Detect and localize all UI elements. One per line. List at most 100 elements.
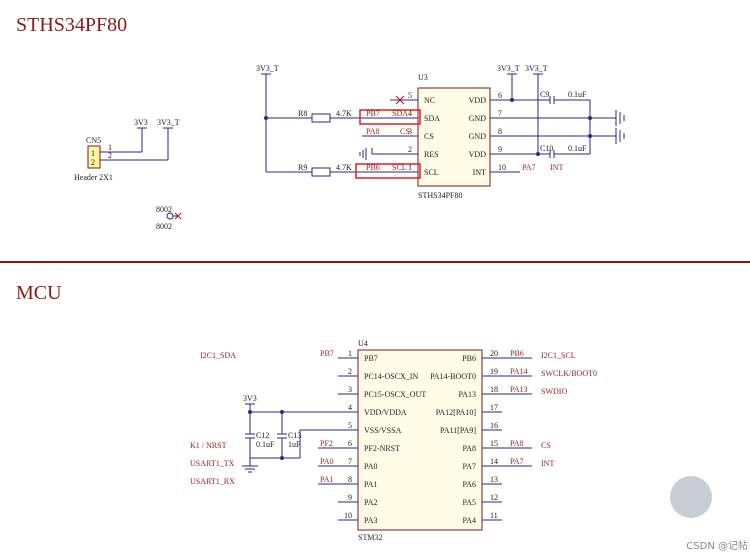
- u3-scl-mcu-net: PB6: [366, 163, 380, 172]
- tp-label-bottom: 8002: [156, 222, 172, 231]
- power-rail-vdd2: 3V3_T: [525, 64, 548, 73]
- c9-value: 0.1uF: [568, 90, 587, 99]
- u3-pin-num-right: 7: [498, 109, 502, 118]
- u4-pin-name-right: PA12[PA10]: [436, 408, 477, 417]
- u3-scl-net: SCL: [392, 163, 407, 172]
- u3-sda-net: SDA: [392, 109, 408, 118]
- u4-pin-name-left: PF2-NRST: [364, 444, 400, 453]
- u4-pin-name-right: PA7: [463, 462, 477, 471]
- c13-ref: C13: [288, 431, 301, 440]
- u3-pin-name-right: VDD: [469, 150, 487, 159]
- u3-pin-name-left: NC: [424, 96, 435, 105]
- u4-signal-label-right: SWDIO: [541, 387, 567, 396]
- power-cn5-3v3t: 3V3_T: [157, 118, 180, 127]
- u4-pin-num-right: 14: [490, 457, 498, 466]
- u4-pin-num-right: 11: [490, 511, 498, 520]
- u4-pin-name-right: PB6: [462, 354, 476, 363]
- r8-value: 4.7K: [336, 109, 352, 118]
- u4-pin-name-right: PA8: [463, 444, 477, 453]
- c10-value: 0.1uF: [568, 144, 587, 153]
- mcu-label-i2c1-sda: I2C1_SDA: [200, 351, 236, 360]
- u4-net-left: PB7: [320, 349, 334, 358]
- u4-pin-num-left: 4: [348, 403, 352, 412]
- u4-pin-name-left: PA3: [364, 516, 378, 525]
- u4-net-left: PA1: [320, 475, 334, 484]
- u3-cs-net: CS: [400, 127, 410, 136]
- u3-pin-name-right: VDD: [469, 96, 487, 105]
- c10-ref: C10: [540, 144, 553, 153]
- u4-pin-name-left: VDD/VDDA: [364, 408, 407, 417]
- u3-pin-num-right: 9: [498, 145, 502, 154]
- u4-pin-num-left: 7: [348, 457, 352, 466]
- power-rail-left: 3V3_T: [256, 64, 279, 73]
- u4-pin-num-right: 12: [490, 493, 498, 502]
- u4-pin-num-right: 16: [490, 421, 498, 430]
- mcu-label-nrst: K1 / NRST: [190, 441, 227, 450]
- u3-pin-num-left: 2: [408, 145, 412, 154]
- u4-pin-name-left: PC14-OSCX_IN: [364, 372, 418, 381]
- u4-pin-num-left: 10: [344, 511, 352, 520]
- u3-pin-name-left: RES: [424, 150, 439, 159]
- u3-int-label: INT: [550, 163, 563, 172]
- u4-signal-label-right: SWCLK/BOOT0: [541, 369, 597, 378]
- u3-pin-num-right: 10: [498, 163, 506, 172]
- u4-pin-name-left: PB7: [364, 354, 378, 363]
- u3-ref: U3: [418, 73, 428, 82]
- u4-pin-name-right: PA13: [459, 390, 477, 399]
- mcu-label-usart1-tx: USART1_TX: [190, 459, 235, 468]
- u3-pin-num-right: 6: [498, 91, 502, 100]
- u4-pin-num-left: 2: [348, 367, 352, 376]
- u4-net-right: PA7: [510, 457, 524, 466]
- u3-pin-num-left: 4: [408, 109, 412, 118]
- u4-net-left: PF2: [320, 439, 333, 448]
- c13-value: 1uF: [288, 440, 301, 449]
- r8-ref: R8: [298, 109, 307, 118]
- u4-pin-num-left: 3: [348, 385, 352, 394]
- cn5-pin1: 1: [91, 149, 95, 158]
- u4-pin-name-left: PA2: [364, 498, 378, 507]
- cn5-pin2-num: 2: [108, 151, 112, 160]
- u4-signal-label-right: I2C1_SCL: [541, 351, 576, 360]
- u4-pin-num-left: 8: [348, 475, 352, 484]
- cn5-ref: CN5: [86, 136, 101, 145]
- u4-pin-name-left: PA0: [364, 462, 378, 471]
- r9-ref: R9: [298, 163, 307, 172]
- u3-int-net: PA7: [522, 163, 536, 172]
- u4-pin-name-right: PA14-BOOT0: [430, 372, 476, 381]
- cn5-pin1-num: 1: [108, 143, 112, 152]
- u4-pin-name-left: PA1: [364, 480, 378, 489]
- cn5-pin2: 2: [91, 158, 95, 167]
- u4-pin-num-left: 6: [348, 439, 352, 448]
- u4-ref: U4: [358, 339, 368, 348]
- u3-pin-name-left: CS: [424, 132, 434, 141]
- u4-pin-num-left: 9: [348, 493, 352, 502]
- u4-pin-name-left: VSS/VSSA: [364, 426, 402, 435]
- u4-net-right: PB6: [510, 349, 524, 358]
- u3-pin-name-right: GND: [469, 132, 487, 141]
- u3-pin-num-right: 8: [498, 127, 502, 136]
- power-mcu-3v3: 3V3: [243, 394, 257, 403]
- c9-ref: C9: [540, 90, 549, 99]
- u3-pin-name-right: GND: [469, 114, 487, 123]
- u4-pin-num-left: 1: [348, 349, 352, 358]
- mcu-label-usart1-rx: USART1_RX: [190, 477, 235, 486]
- u4-signal-label-right: INT: [541, 459, 554, 468]
- section-divider: [0, 261, 750, 263]
- u4-pin-num-right: 18: [490, 385, 498, 394]
- power-cn5-3v3: 3V3: [134, 118, 148, 127]
- cn5-name: Header 2X1: [74, 173, 113, 182]
- u4-net-right: PA8: [510, 439, 524, 448]
- scl-highlight: [355, 163, 421, 179]
- u4-pin-name-left: PC15-OSCX_OUT: [364, 390, 426, 399]
- tp-label-top: 8002: [156, 205, 172, 214]
- u4-body: [357, 349, 483, 531]
- u4-net-right: PA13: [510, 385, 528, 394]
- u4-pin-num-right: 19: [490, 367, 498, 376]
- u4-pin-name-right: PA6: [463, 480, 477, 489]
- r9-value: 4.7K: [336, 163, 352, 172]
- u3-cs-mcu-net: PA8: [366, 127, 380, 136]
- c12-ref: C12: [256, 431, 269, 440]
- sda-highlight: [359, 109, 421, 125]
- c12-value: 0.1uF: [256, 440, 275, 449]
- u3-pin-num-left: 3: [408, 127, 412, 136]
